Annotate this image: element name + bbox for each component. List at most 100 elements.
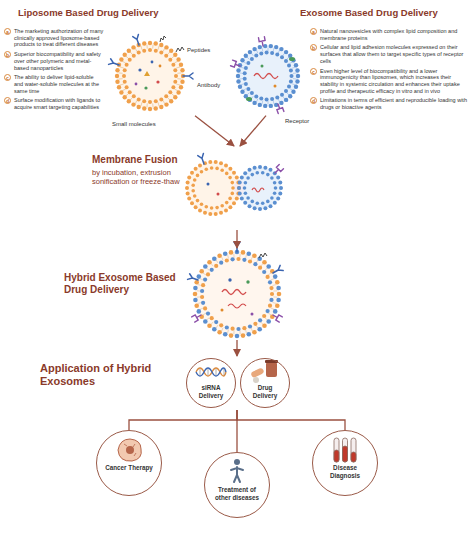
item-text: Superior biocompatibility and safety ove… xyxy=(14,51,104,71)
membrane-head xyxy=(262,314,266,318)
membrane-head xyxy=(252,47,256,51)
membrane-head xyxy=(255,171,259,175)
membrane-head xyxy=(252,254,257,259)
membrane-head xyxy=(258,165,262,169)
membrane-head xyxy=(210,268,214,272)
membrane-head xyxy=(248,324,252,328)
lipid-tail xyxy=(122,61,126,63)
membrane-head xyxy=(200,295,204,299)
stage-title: Hybrid Exosome Based Drug Delivery xyxy=(64,272,176,296)
membrane-head xyxy=(284,50,288,54)
lipid-tail xyxy=(152,45,153,49)
lipid-tail xyxy=(122,89,126,91)
membrane-head xyxy=(164,54,168,58)
callout-label-box: Small molecules xyxy=(112,112,156,130)
membrane-head xyxy=(246,196,250,200)
membrane-head xyxy=(206,272,210,276)
lipid-tail xyxy=(146,103,147,107)
membrane-head xyxy=(207,260,212,265)
circle-label: Treatment of other diseases xyxy=(205,486,269,501)
application-circle: Drug Delivery xyxy=(240,358,290,408)
membrane-head xyxy=(258,318,262,322)
test-tubes-icon xyxy=(334,438,356,462)
lipid-tail xyxy=(256,99,257,102)
membrane-head xyxy=(228,205,232,209)
lipid-tail xyxy=(200,308,204,310)
membrane-head xyxy=(187,175,191,179)
membrane-head xyxy=(263,166,267,170)
membrane-head xyxy=(244,82,248,86)
membrane-head xyxy=(132,94,136,98)
membrane-head xyxy=(228,167,232,171)
lipid-tail xyxy=(293,73,296,74)
membrane-head xyxy=(251,200,255,204)
membrane-head xyxy=(269,204,273,208)
membrane-head xyxy=(259,97,263,101)
membrane-head xyxy=(115,68,119,72)
membrane-head xyxy=(225,172,229,176)
membrane-head xyxy=(237,186,241,190)
membrane-head xyxy=(125,85,129,89)
membrane-head xyxy=(244,66,248,70)
membrane-head xyxy=(289,79,293,83)
lipid-tail xyxy=(240,73,243,74)
membrane-head xyxy=(191,189,195,193)
membrane-head xyxy=(210,166,214,170)
lipid-tail xyxy=(293,78,296,79)
membrane-head xyxy=(231,186,235,190)
lipid-tail xyxy=(290,62,293,64)
membrane-head xyxy=(123,53,127,57)
callout-label-box: Antibody xyxy=(197,73,220,91)
membrane-head xyxy=(235,197,239,201)
membrane-head xyxy=(258,266,262,270)
membrane-head xyxy=(168,90,172,94)
membrane-head xyxy=(273,309,278,314)
membrane-head xyxy=(200,203,204,207)
lipid-tail xyxy=(278,50,279,53)
cancer-cell-icon xyxy=(118,439,141,461)
membrane-head xyxy=(235,334,240,339)
membrane-head xyxy=(269,44,273,48)
lipid-tail xyxy=(174,89,178,91)
item-text: Cellular and lipid adhesion molecules ex… xyxy=(320,44,470,64)
membrane-head xyxy=(265,51,269,55)
membrane-head xyxy=(193,292,198,297)
membrane-head xyxy=(148,41,152,45)
item-letter: d xyxy=(4,97,11,104)
membrane-head xyxy=(148,107,152,111)
membrane-head xyxy=(240,90,244,94)
lipid-tail xyxy=(120,84,124,85)
membrane-head xyxy=(193,298,198,303)
membrane-head xyxy=(176,57,180,61)
lipid-tail xyxy=(273,101,275,104)
membrane-head xyxy=(123,68,127,72)
lipid-tail xyxy=(177,72,181,73)
membrane-head xyxy=(276,298,281,303)
lipid-tail xyxy=(262,48,264,51)
fusion-illustration xyxy=(185,154,283,216)
text-column: Membrane Fusionby incubation, extrusion … xyxy=(92,154,184,187)
membrane-head xyxy=(268,304,272,308)
membrane-head xyxy=(169,99,173,103)
membrane-head xyxy=(127,99,131,103)
stage-title: Membrane Fusion xyxy=(92,154,184,166)
lipid-tail xyxy=(119,78,123,79)
membrane-head xyxy=(159,51,163,55)
membrane-head xyxy=(280,55,284,59)
membrane-head xyxy=(252,101,256,105)
membrane-head xyxy=(225,201,229,205)
membrane-head xyxy=(266,173,270,177)
membrane-head xyxy=(142,49,146,53)
membrane-head xyxy=(214,212,218,216)
membrane-head xyxy=(241,333,246,338)
membrane-head xyxy=(148,48,152,52)
item-text: Surface modification with ligands to acq… xyxy=(14,97,104,110)
membrane-head xyxy=(186,191,190,195)
membrane-head xyxy=(214,160,218,164)
membrane-head xyxy=(119,90,123,94)
membrane-head xyxy=(171,85,175,89)
membrane-head xyxy=(180,80,184,84)
membrane-head xyxy=(123,95,127,99)
membrane-head xyxy=(246,176,250,180)
circle-label: Drug Delivery xyxy=(241,384,289,399)
